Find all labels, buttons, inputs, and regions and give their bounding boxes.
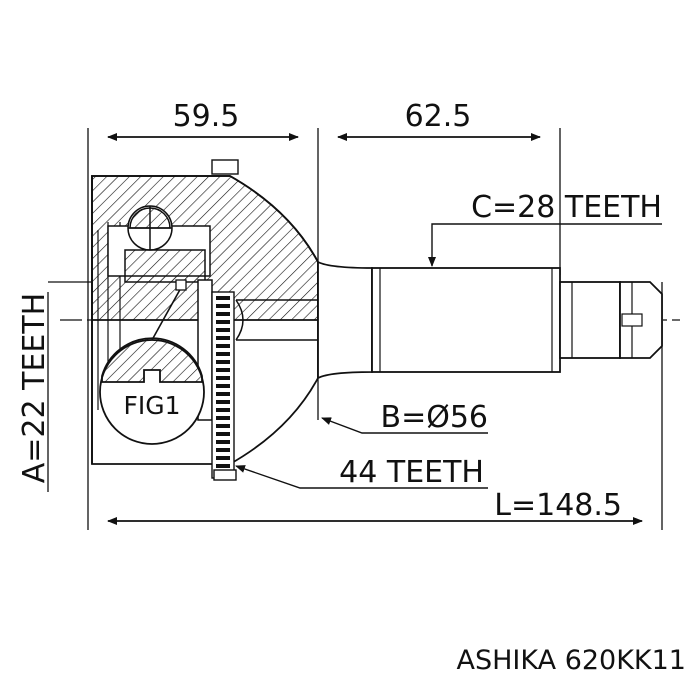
- leader-lines: [235, 223, 662, 489]
- label-fig1: FIG1: [123, 391, 180, 420]
- brand-name: ASHIKA: [456, 645, 557, 676]
- label-b-diameter: B=Ø56: [380, 400, 488, 435]
- abs-tooth: [216, 368, 230, 372]
- dimension-lines: [107, 133, 643, 525]
- spline-section: [371, 267, 561, 373]
- abs-tooth: [216, 416, 230, 420]
- abs-tooth: [216, 408, 230, 412]
- inner-race: [107, 205, 318, 421]
- abs-tooth: [216, 384, 230, 388]
- dim-label-59-5: 59.5: [173, 99, 240, 134]
- abs-tooth: [216, 328, 230, 332]
- stub-shaft: [317, 260, 663, 380]
- abs-tooth: [216, 392, 230, 396]
- abs-tooth: [216, 432, 230, 436]
- label-44-teeth: 44 TEETH: [339, 455, 484, 490]
- leader-c: [428, 223, 662, 267]
- dim-label-62-5: 62.5: [405, 99, 472, 134]
- label-total-length: L=148.5: [494, 488, 622, 523]
- abs-tooth: [216, 352, 230, 356]
- abs-ring: [211, 159, 239, 481]
- leader-44: [235, 465, 488, 489]
- fig1-detail: [99, 279, 205, 445]
- label-c-teeth: C=28 TEETH: [471, 190, 662, 225]
- abs-tooth: [216, 312, 230, 316]
- abs-tooth: [216, 440, 230, 444]
- abs-tooth: [216, 424, 230, 428]
- part-caption: ASHIKA 620KK11: [457, 645, 686, 676]
- label-a-teeth: A=22 TEETH: [17, 293, 52, 484]
- abs-tooth: [216, 360, 230, 364]
- leader-b: [321, 417, 488, 434]
- thread-section: [559, 281, 621, 359]
- abs-tooth: [216, 448, 230, 452]
- abs-tooth: [216, 304, 230, 308]
- abs-tooth: [216, 320, 230, 324]
- abs-tooth: [216, 296, 230, 300]
- abs-tooth: [216, 464, 230, 468]
- abs-tooth: [216, 376, 230, 380]
- abs-tooth: [216, 344, 230, 348]
- abs-tooth: [216, 400, 230, 404]
- abs-tooth: [216, 456, 230, 460]
- abs-tooth: [216, 336, 230, 340]
- part-number: 620KK11: [564, 645, 686, 676]
